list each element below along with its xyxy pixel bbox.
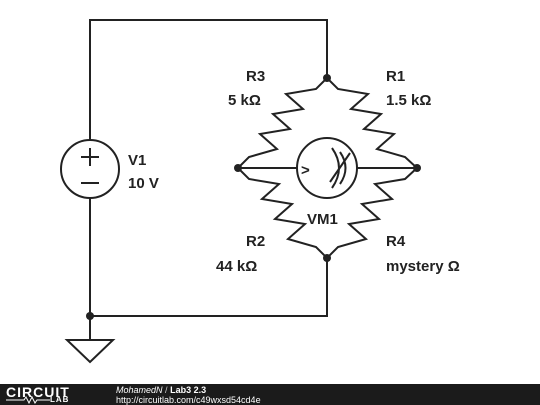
- node-right: [413, 164, 421, 172]
- resistor-r1: [326, 77, 418, 169]
- resistor-r4: [326, 167, 418, 259]
- voltmeter-needle: [329, 152, 351, 183]
- circuit-title[interactable]: Lab3 2.3: [170, 385, 207, 395]
- wire-bottom: [89, 198, 328, 317]
- label-r4-ref: R4: [386, 233, 406, 250]
- label-r1-ref: R1: [386, 68, 405, 85]
- node-top: [323, 74, 331, 82]
- footer-meta: MohamedN / Lab3 2.3 http://circuitlab.co…: [116, 385, 261, 405]
- logo-resistor-icon: [6, 396, 50, 404]
- author-link[interactable]: MohamedN: [116, 385, 163, 395]
- label-v1-value: 10 V: [128, 175, 159, 192]
- footer-bar: CIRCUIT LAB MohamedN / Lab3 2.3 http://c…: [0, 384, 540, 405]
- wire-top: [89, 19, 328, 140]
- node-ground: [86, 312, 94, 320]
- voltmeter-arc-2: [339, 151, 347, 185]
- label-r1-value: 1.5 kΩ: [386, 92, 431, 109]
- label-r3-ref: R3: [246, 68, 265, 85]
- circuit-url[interactable]: http://circuitlab.com/c49wxsd54cd4e: [116, 395, 261, 405]
- voltmeter-vm1: [296, 137, 358, 199]
- voltage-source-v1: [60, 139, 120, 199]
- voltmeter-symbol: >: [301, 162, 310, 179]
- circuitlab-logo[interactable]: CIRCUIT LAB: [6, 384, 106, 405]
- logo-text-bottom: LAB: [50, 395, 70, 404]
- label-vm1-ref: VM1: [307, 211, 338, 228]
- label-v1-ref: V1: [128, 152, 146, 169]
- label-r2-value: 44 kΩ: [216, 258, 257, 275]
- resistor-r2: [237, 167, 328, 259]
- node-left: [234, 164, 242, 172]
- logo-text-top: CIRCUIT: [6, 384, 70, 400]
- ground-symbol: [64, 339, 116, 364]
- label-r2-ref: R2: [246, 233, 265, 250]
- label-r3-value: 5 kΩ: [228, 92, 261, 109]
- resistor-r3: [237, 77, 328, 169]
- circuit-schematic: > R3 5 kΩ R1 1.5 kΩ V1 10 V VM1 R2 44 kΩ…: [60, 19, 460, 364]
- node-bottom: [323, 254, 331, 262]
- title-separator: /: [165, 385, 168, 395]
- label-r4-value: mystery Ω: [386, 258, 460, 275]
